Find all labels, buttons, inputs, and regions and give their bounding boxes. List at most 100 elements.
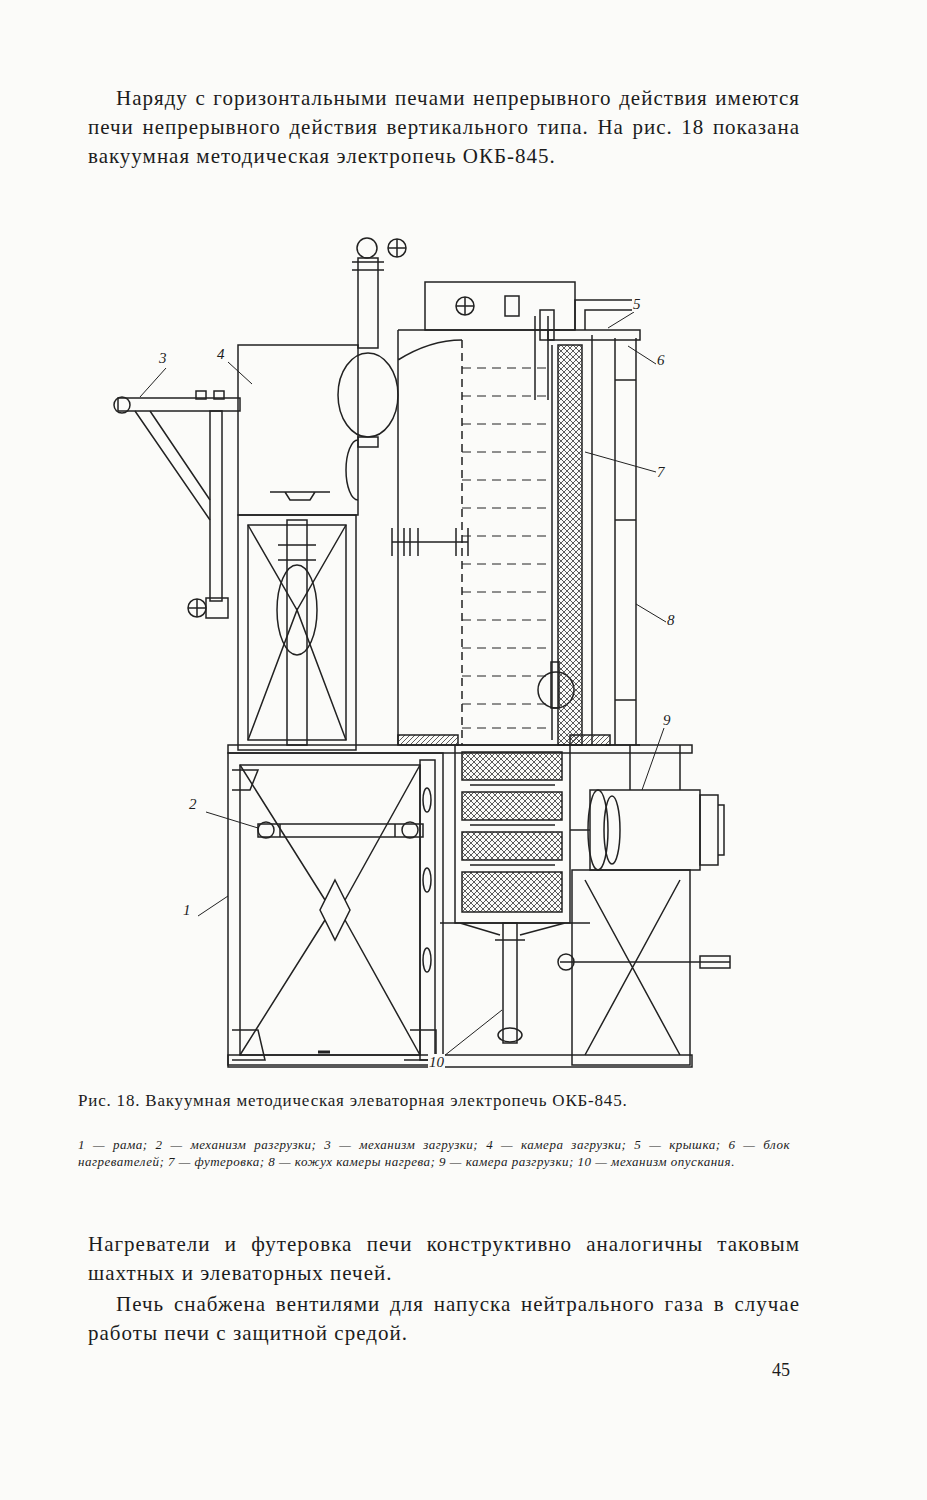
drawing-part xyxy=(718,805,724,855)
drawing-part xyxy=(558,954,574,970)
page-number: 45 xyxy=(772,1360,790,1380)
drawing-part xyxy=(462,752,562,780)
callout-number: 5 xyxy=(632,296,642,312)
leader-lines xyxy=(140,312,666,1056)
drawing-part xyxy=(398,735,458,745)
drawing-part xyxy=(455,745,570,923)
frame xyxy=(228,753,443,1065)
drawing-part xyxy=(604,796,620,864)
drawing-part xyxy=(240,765,420,1055)
drawing-part xyxy=(392,528,468,556)
drawing-part xyxy=(591,335,593,745)
drawing-part xyxy=(232,770,258,790)
drawing-part xyxy=(551,345,553,740)
drawing-part xyxy=(277,565,317,655)
drawing-part xyxy=(548,330,640,340)
drawing-part xyxy=(358,437,378,447)
drawing-part xyxy=(495,939,525,941)
drawing-part xyxy=(462,872,562,912)
drawing-part xyxy=(270,492,330,500)
callout-number: 1 xyxy=(182,902,192,918)
drawing-part xyxy=(388,239,406,257)
unloading-mechanism xyxy=(258,822,423,838)
body-paragraph: Наряду с горизонтальными печами непрерыв… xyxy=(88,84,800,171)
drawing-part xyxy=(188,599,206,617)
drawing-part xyxy=(425,282,575,330)
drawing-part xyxy=(320,880,350,940)
drawing-part xyxy=(423,948,431,972)
callout-number: 9 xyxy=(662,712,672,728)
drawing-part xyxy=(258,822,274,838)
drawing-part xyxy=(196,391,206,399)
drawing-part xyxy=(228,362,252,384)
drawing-part xyxy=(535,316,548,400)
drawing-part xyxy=(210,411,222,601)
drawing-part xyxy=(240,765,420,1055)
drawing-part xyxy=(352,262,384,270)
drawing-part xyxy=(456,297,474,315)
drawing-part xyxy=(462,368,548,728)
drawing-part xyxy=(628,346,656,364)
callout-number: 10 xyxy=(428,1054,445,1070)
drawing-part xyxy=(214,391,224,399)
drawing-part xyxy=(258,824,423,837)
drawing-part xyxy=(570,735,610,745)
drawing-part xyxy=(228,745,692,753)
drawing-part xyxy=(206,812,258,828)
drawing-part xyxy=(642,728,664,790)
drawing-part xyxy=(228,753,443,1065)
body-paragraph: Печь снабжена вентилями для напуска нейт… xyxy=(88,1290,800,1348)
loading-chamber xyxy=(238,345,358,750)
drawing-part xyxy=(558,345,582,745)
drawing-part xyxy=(402,822,418,838)
drawing-part xyxy=(423,868,431,892)
drawing-part xyxy=(540,310,554,340)
drawing-part xyxy=(630,745,680,790)
drawing-part xyxy=(278,545,316,560)
drawing-part xyxy=(444,1010,502,1056)
body-paragraph: Нагреватели и футеровка печи конструктив… xyxy=(88,1230,800,1288)
drawing-part xyxy=(575,300,640,330)
loading-mechanism xyxy=(114,391,240,618)
drawing-part xyxy=(456,297,474,315)
drawing-part xyxy=(570,829,590,831)
drawing-part xyxy=(248,525,346,740)
drawing-part xyxy=(700,795,718,865)
drawing-part xyxy=(135,411,210,520)
drawing-part xyxy=(206,598,228,618)
drawing-part xyxy=(357,238,377,258)
drawing-part xyxy=(280,824,395,837)
drawing-part xyxy=(358,258,378,348)
drawing-part xyxy=(560,961,730,963)
unloading-chamber xyxy=(570,790,724,870)
drawing-part xyxy=(420,760,435,1060)
drawing-part xyxy=(346,440,358,500)
mark xyxy=(318,1051,330,1054)
callout-number: 7 xyxy=(656,464,666,480)
drawing-part xyxy=(585,880,680,1055)
drawing-part xyxy=(585,452,656,472)
drawing-part xyxy=(114,397,130,413)
drawing-part xyxy=(338,353,398,437)
drawing-part xyxy=(248,525,346,740)
callout-number: 6 xyxy=(656,352,666,368)
drawing-part xyxy=(140,368,166,397)
drawing-part xyxy=(608,312,634,328)
drawing-part xyxy=(287,520,307,745)
legend-text: 1 — рама; 2 — механизм разгрузки; 3 — ме… xyxy=(78,1136,790,1170)
support-frame xyxy=(558,745,730,1065)
heating-chamber xyxy=(540,300,640,745)
callout-number: 4 xyxy=(216,346,226,362)
callout-number: 8 xyxy=(666,612,676,628)
drawing-part xyxy=(505,296,519,316)
drawing-part xyxy=(238,515,356,750)
vacuum-valve xyxy=(338,238,406,447)
drawing-part xyxy=(228,1055,692,1067)
drawing-part xyxy=(188,599,206,617)
drawing-part xyxy=(615,338,636,745)
drawing-part xyxy=(503,923,517,1043)
drawing-part xyxy=(462,792,562,820)
heating-shaft xyxy=(392,282,575,745)
drawing-part xyxy=(423,788,431,812)
